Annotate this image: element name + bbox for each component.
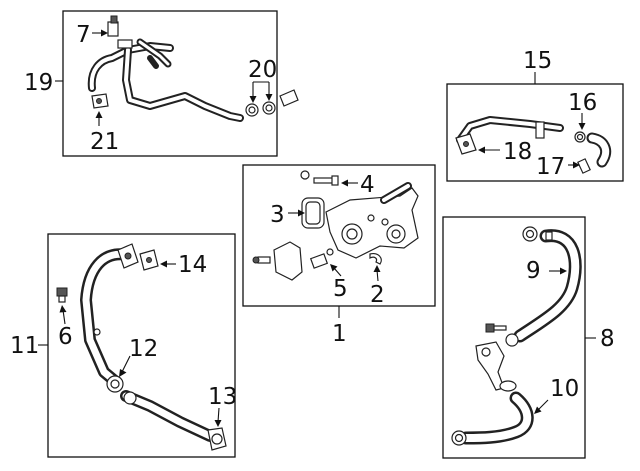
callout-21: 21 [90,129,119,155]
callout-17: 17 [536,154,565,180]
callout-15: 15 [523,48,552,74]
hose-stub-20 [279,89,299,107]
clamp-10-bottom [451,430,467,446]
callout-10: 10 [550,376,579,402]
callout-1: 1 [332,321,347,347]
cap-17 [577,158,591,174]
gasket-3 [301,197,325,229]
clamp-10-top [499,380,517,392]
flange-upper [117,243,139,269]
sensor-5 [309,248,334,269]
assembly-15-group: 15 16 17 18 [446,48,624,182]
clamp-20a [245,103,259,117]
clamp-9-bottom [505,333,519,347]
coolant-pipe-19 [87,38,244,122]
callout-7: 7 [76,22,91,48]
assembly-8-group: 8 9 10 [442,216,615,459]
assembly-11-group: 6 11 12 13 14 [10,233,237,458]
clip-2 [369,253,382,265]
callout-6: 6 [58,324,73,350]
clip-21 [91,93,109,109]
thermostat-housing [325,182,419,259]
callout-11: 11 [10,333,39,359]
coolant-pipe-11 [80,248,216,442]
callout-3: 3 [270,202,285,228]
clamp-16 [574,131,586,143]
bolt-6 [56,287,68,303]
assembly-19-box [62,10,278,157]
hose-9 [513,229,582,343]
callout-12: 12 [129,336,158,362]
callout-9: 9 [526,258,541,284]
bolt-8 [485,323,507,333]
clamp-20b [262,101,276,115]
coolant-pipe-15 [456,116,564,144]
callout-13: 13 [208,384,237,410]
callout-4: 4 [360,172,375,198]
hose-10 [459,391,534,445]
gasket-14 [139,249,159,271]
callout-8: 8 [600,326,615,352]
bracket-housing [252,241,303,281]
callout-5: 5 [333,276,348,302]
callout-2: 2 [370,282,385,308]
bolt-4 [300,170,339,186]
pipe-bracket [117,39,133,49]
hose-15 [586,132,612,168]
sensor-7 [107,15,119,37]
gasket-18 [455,133,477,155]
clamp-9-top [522,226,553,242]
callout-18: 18 [503,139,532,165]
assembly-1-group: 1 2 3 4 5 [242,164,436,347]
fitting-8 [475,341,505,391]
clamp-12 [106,375,124,393]
callout-16: 16 [568,90,597,116]
callout-14: 14 [178,252,207,278]
callout-20: 20 [248,57,277,83]
pipe-bracket-15 [535,121,545,139]
assembly-19-group: 7 19 20 21 [24,10,299,157]
callout-19: 19 [24,70,53,96]
cover-13 [207,427,227,451]
pipe-end [123,391,137,405]
